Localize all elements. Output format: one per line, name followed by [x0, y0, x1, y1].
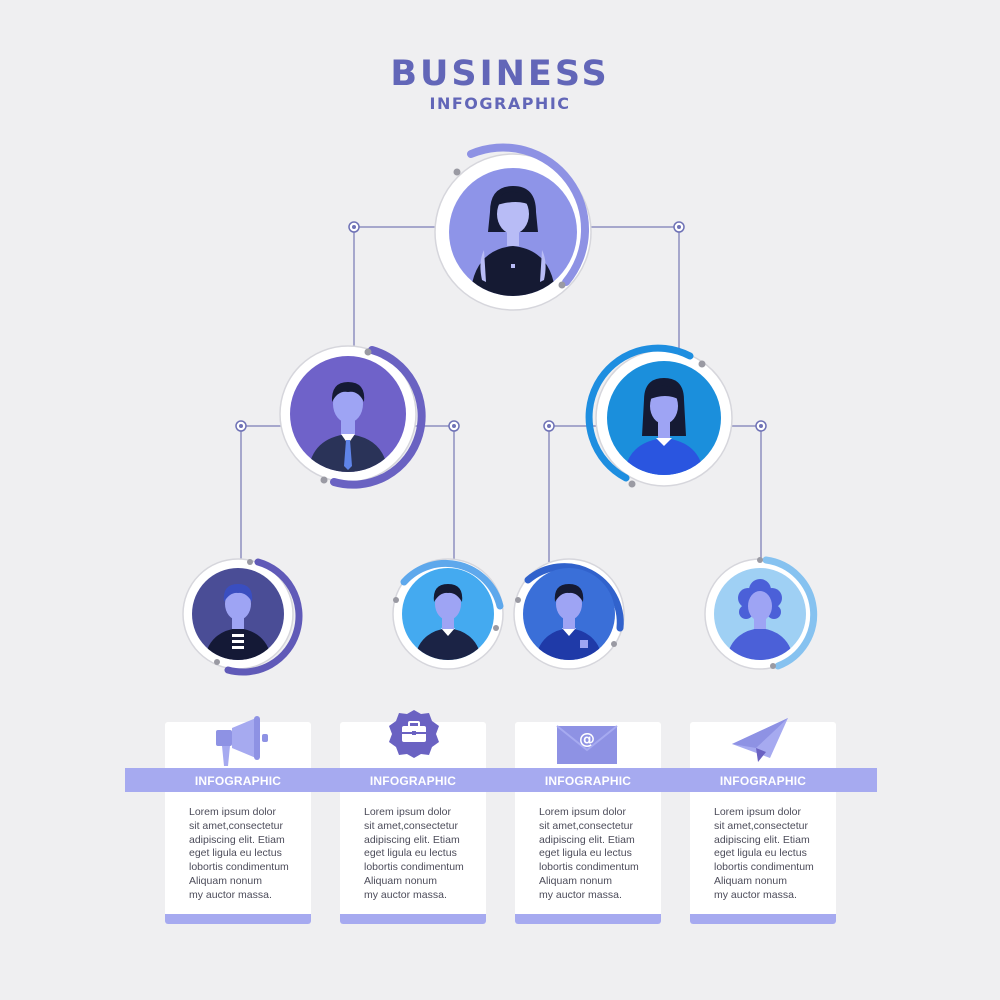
card-description: Lorem ipsum dolor sit amet,consectetur a… [539, 806, 664, 903]
text-line: Aliquam nonum [364, 874, 437, 887]
text-line: lobortis condimentum [364, 861, 464, 874]
man-tie-avatar-icon [308, 382, 388, 472]
man-badge-avatar-icon [535, 584, 603, 660]
text-line: Aliquam nonum [714, 874, 787, 887]
text-line: adipiscing elit. Etiam [714, 833, 810, 846]
org-node-staff-1 [182, 558, 303, 676]
card-footer-bar [165, 914, 311, 924]
text-line: Lorem ipsum dolor [714, 806, 801, 818]
org-node-staff-2 [392, 558, 504, 670]
text-line: my auctor massa. [364, 888, 447, 901]
man-striped-shirt-avatar-icon [204, 584, 272, 660]
connector-dot-center [677, 225, 681, 229]
text-line: Lorem ipsum dolor [189, 806, 276, 818]
svg-text:@: @ [579, 729, 595, 748]
text-line: adipiscing elit. Etiam [364, 833, 460, 846]
card-label: INFOGRAPHIC [369, 774, 457, 788]
text-line: eget ligula eu lectus [364, 847, 457, 860]
text-line: eget ligula eu lectus [539, 847, 632, 860]
connector-ceo-right [585, 226, 680, 352]
text-line: sit amet,consectetur [364, 819, 458, 832]
text-line: sit amet,consectetur [189, 819, 283, 832]
card-footer-bar [690, 914, 836, 924]
text-line: lobortis condimentum [714, 861, 814, 874]
node-ring-arc [762, 556, 818, 670]
connector-dot-center [352, 225, 356, 229]
text-line: my auctor massa. [714, 888, 797, 901]
text-line: Lorem ipsum dolor [539, 806, 626, 818]
page-subtitle: INFOGRAPHIC [429, 94, 571, 113]
connector-dot-center [239, 424, 243, 428]
woman-avatar-icon [470, 186, 556, 296]
connector-right-staff3 [548, 425, 610, 562]
label-band [125, 768, 877, 792]
org-node-staff-4 [704, 556, 818, 670]
info-card-3 [515, 722, 661, 924]
man-avatar-icon [414, 584, 482, 660]
connector-dot-center [547, 424, 551, 428]
text-line: eget ligula eu lectus [714, 847, 807, 860]
card-label: INFOGRAPHIC [194, 774, 282, 788]
org-node-manager-right [585, 344, 733, 488]
org-node-manager-left [279, 345, 426, 489]
text-line: Aliquam nonum [189, 874, 262, 887]
info-card-1 [165, 722, 311, 924]
card-label: INFOGRAPHIC [719, 774, 807, 788]
text-line: lobortis condimentum [189, 861, 289, 874]
org-node-staff-3 [513, 558, 625, 670]
card-label: INFOGRAPHIC [544, 774, 632, 788]
card-description: Lorem ipsum dolor sit amet,consectetur a… [714, 806, 839, 903]
connector-dots [235, 221, 767, 432]
node-ring-arc [330, 346, 426, 489]
org-node-ceo [434, 143, 592, 311]
paper-plane-icon [732, 718, 788, 762]
text-line: my auctor massa. [189, 888, 272, 901]
text-line: adipiscing elit. Etiam [539, 833, 635, 846]
connector-left-staff1 [240, 425, 292, 562]
page-title: BUSINESS [390, 54, 610, 94]
card-description: Lorem ipsum dolor sit amet,consectetur a… [364, 806, 489, 903]
connector-dot-center [759, 424, 763, 428]
briefcase-badge-icon [389, 710, 439, 758]
text-line: eget ligula eu lectus [189, 847, 282, 860]
email-envelope-icon: @ [556, 725, 618, 764]
text-line: adipiscing elit. Etiam [189, 833, 285, 846]
megaphone-icon [216, 716, 268, 766]
node-ring-arc [585, 344, 694, 482]
text-line: Aliquam nonum [539, 874, 612, 887]
node-ring-arc [524, 563, 624, 632]
text-line: sit amet,consectetur [714, 819, 808, 832]
node-ring-arc [400, 559, 504, 610]
woman-curly-hair-avatar-icon [726, 579, 794, 660]
node-ring-arc [467, 143, 589, 286]
text-line: sit amet,consectetur [539, 819, 633, 832]
text-line: lobortis condimentum [539, 861, 639, 874]
card-description: Lorem ipsum dolor sit amet,consectetur a… [189, 806, 314, 903]
woman-avatar-icon [624, 378, 704, 475]
node-ring-arc [224, 558, 303, 676]
card-footer-bar [515, 914, 661, 924]
text-line: my auctor massa. [539, 888, 622, 901]
connector-dot-center [452, 424, 456, 428]
text-line: Lorem ipsum dolor [364, 806, 451, 818]
connector-ceo-left [353, 226, 440, 352]
card-footer-bar [340, 914, 486, 924]
